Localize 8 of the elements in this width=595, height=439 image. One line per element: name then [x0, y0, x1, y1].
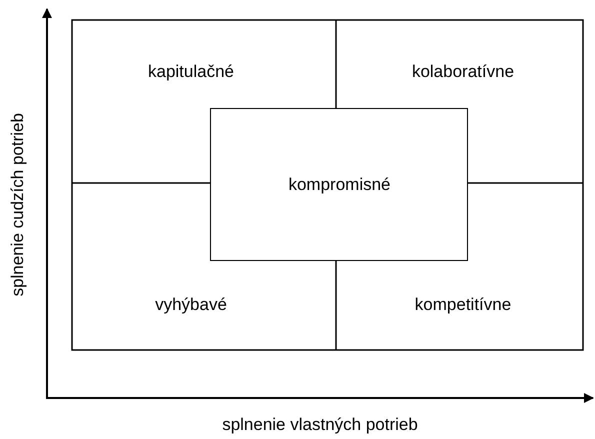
center-box	[210, 108, 468, 261]
quadrant-label: kompetitívne	[414, 294, 512, 316]
axis-label: splnenie vlastných potrieb	[222, 414, 418, 436]
quadrant-label: kapitulačné	[148, 61, 234, 83]
quadrant-label: vyhýbavé	[155, 294, 227, 316]
quadrant-label: kolaboratívne	[412, 61, 514, 83]
center-label: kompromisné	[288, 174, 391, 196]
axis-label: splnenie cudzích potrieb	[7, 113, 28, 297]
